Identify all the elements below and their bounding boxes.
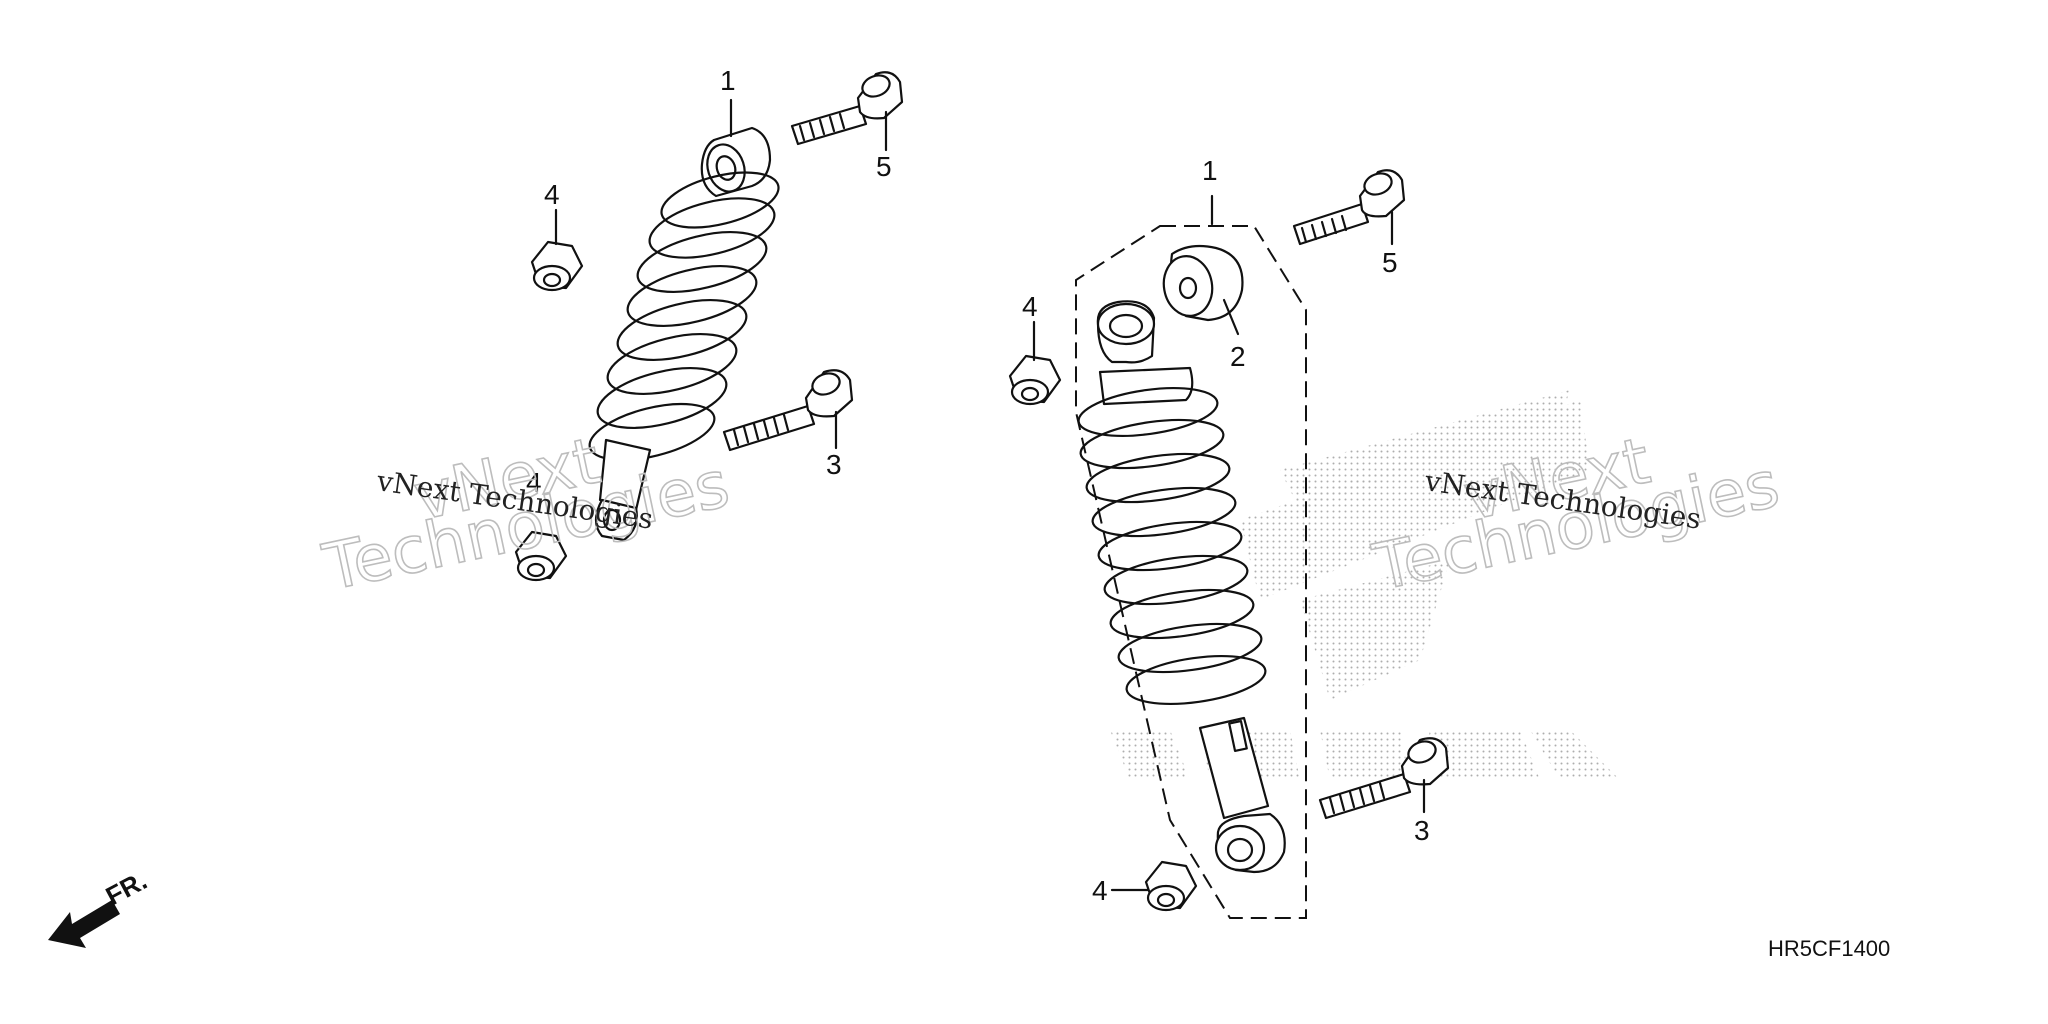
callout-right-bushing: 2 <box>1230 341 1246 372</box>
right-upper-nut <box>1008 354 1062 406</box>
callout-right-shock: 1 <box>1202 155 1218 186</box>
callout-left-nut-bottom: 4 <box>526 467 542 498</box>
callout-right-bolt-top: 5 <box>1382 247 1398 278</box>
left-lower-nut <box>514 530 568 582</box>
callout-right-bolt-bottom: 3 <box>1414 815 1430 846</box>
right-shock-absorber <box>1077 300 1286 874</box>
callout-left-nut-top: 4 <box>544 179 560 210</box>
right-lower-nut <box>1144 860 1198 912</box>
callout-left-bolt-top: 5 <box>876 151 892 182</box>
background-logo-stipple <box>1110 390 1620 780</box>
diagram-code: HR5CF1400 <box>1768 936 1890 961</box>
left-shock-absorber <box>588 126 780 542</box>
callout-left-bolt-bottom: 3 <box>826 449 842 480</box>
right-leader-lines <box>1032 194 1426 892</box>
callout-left-shock: 1 <box>720 65 736 96</box>
right-upper-bolt <box>1292 169 1406 246</box>
callout-right-nut-top: 4 <box>1022 291 1038 322</box>
callouts: 1 5 4 4 3 1 2 5 4 4 3 <box>526 65 1430 906</box>
right-bushing <box>1162 244 1244 322</box>
left-lower-bolt <box>722 369 854 452</box>
front-direction-arrow-icon: FR. <box>48 865 152 948</box>
callout-right-nut-bottom: 4 <box>1092 875 1108 906</box>
left-leader-lines <box>554 98 888 450</box>
left-upper-nut <box>530 240 584 292</box>
right-assembly-outline <box>1075 225 1307 919</box>
right-lower-bolt <box>1318 737 1450 820</box>
left-upper-bolt <box>790 71 904 146</box>
